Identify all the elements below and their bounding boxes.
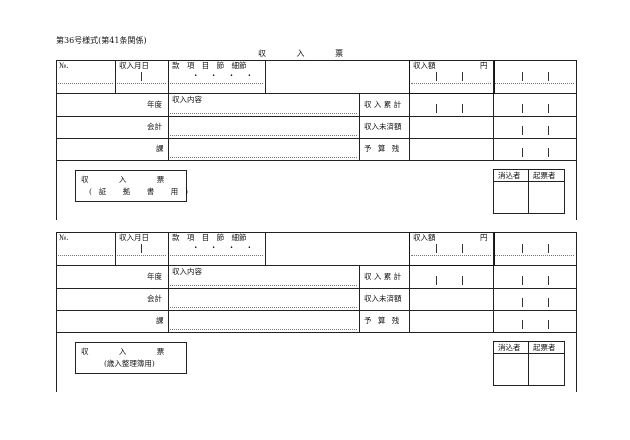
slip-type-box [75, 170, 187, 202]
section-label: 課 [156, 144, 164, 153]
slip-type-subtitle: (歳入整理簿用) [104, 359, 155, 368]
category-label: 款 項 目 節 細節 [172, 233, 247, 242]
amount-label: 収入額 [413, 61, 436, 70]
fiscal-year-label: 年度 [147, 100, 162, 109]
cumulative-label: 収 入 累 計 [364, 272, 402, 281]
yen-unit: 円 [480, 233, 488, 242]
slip-section-1: №. 収入月日 款 項 目 節 細節 ・ ・ ・ ・ 収入額 円 年度 会計 課… [56, 60, 577, 220]
slip-section-2: №. 収入月日 款 項 目 節 細節 ・ ・ ・ ・ 収入額 円 年度 会計 課… [0, 172, 630, 392]
issuer-label: 起票者 [533, 343, 556, 352]
amount-label: 収入額 [413, 233, 436, 242]
slip-type-subtitle: (証 拠 書 用) [89, 187, 196, 196]
category-dots: ・ ・ ・ ・ [192, 71, 254, 80]
date-label: 収入月日 [119, 61, 149, 70]
category-dots: ・ ・ ・ ・ [192, 243, 254, 252]
fiscal-year-label: 年度 [147, 272, 162, 281]
content-label: 収入内容 [172, 267, 202, 276]
slip-heading: 収 入 票 [258, 49, 358, 58]
stamp-box [493, 169, 565, 214]
form-title: 第36号様式(第41条関係) [56, 36, 147, 45]
uncollected-label: 収入未済額 [364, 294, 402, 303]
budget-remaining-label: 予 算 残 [364, 316, 400, 325]
stamp-box [493, 341, 565, 386]
date-label: 収入月日 [119, 233, 149, 242]
slip-type-title: 収 入 票 [81, 347, 179, 356]
section-label: 課 [156, 316, 164, 325]
account-label: 会計 [147, 294, 162, 303]
category-label: 款 項 目 節 細節 [172, 61, 247, 70]
uncollected-label: 収入未済額 [364, 122, 402, 131]
cumulative-label: 収 入 累 計 [364, 100, 402, 109]
issuer-label: 起票者 [533, 171, 556, 180]
erase-label: 消込者 [498, 171, 521, 180]
content-label: 収入内容 [172, 95, 202, 104]
number-label: №. [59, 61, 69, 70]
budget-remaining-label: 予 算 残 [364, 144, 400, 153]
slip-type-box [75, 342, 187, 374]
erase-label: 消込者 [498, 343, 521, 352]
account-label: 会計 [147, 122, 162, 131]
yen-unit: 円 [480, 61, 488, 70]
slip-type-title: 収 入 票 [81, 175, 179, 184]
number-label: №. [59, 233, 69, 242]
